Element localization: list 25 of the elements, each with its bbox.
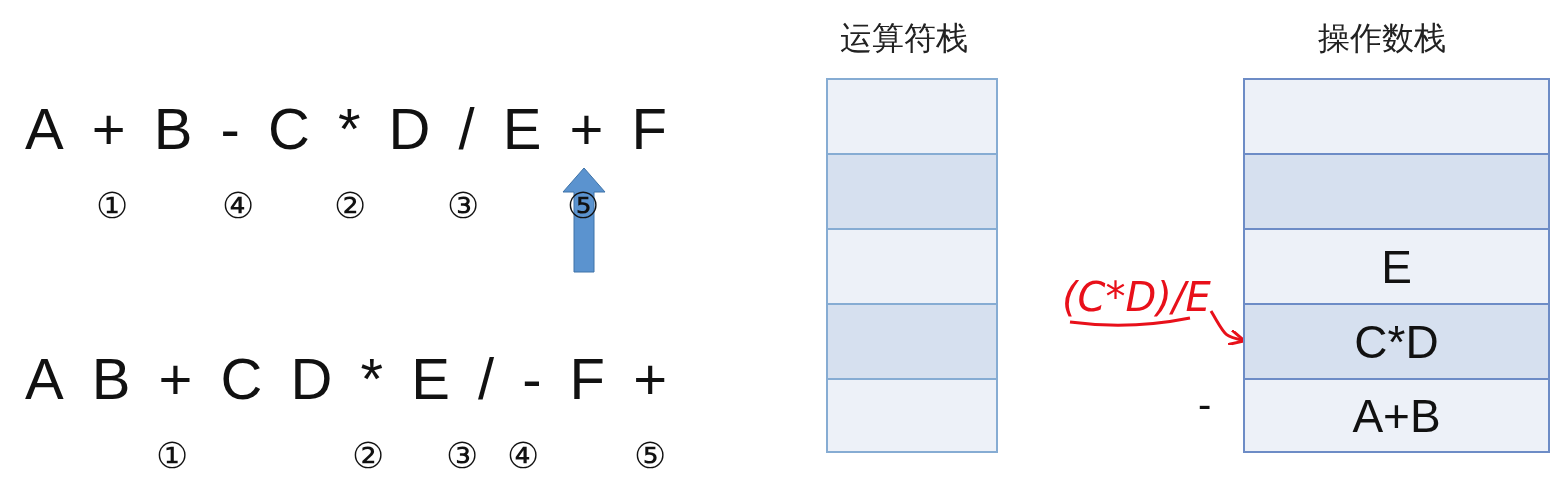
callout-number: ① [96,188,128,224]
callout-number: ④ [222,188,254,224]
stack-heading: 运算符栈 [840,22,968,54]
stack-slot [826,303,998,380]
operator-symbol: - [1198,384,1212,424]
stack-slot [826,228,998,305]
stack-slot: C*D [1243,303,1550,380]
callout-number: ③ [447,188,479,224]
handwritten-note: (C*D)/E [1062,277,1211,317]
postfix-expression: A B + C D * E / - F + [25,350,667,408]
callout-number: ⑤ [634,438,666,474]
stack-slot [1243,153,1550,230]
callout-number: ③ [446,438,478,474]
stack-slot [826,78,998,155]
stack-slot [826,378,998,453]
stack-slot [1243,78,1550,155]
callout-number: ① [156,438,188,474]
callout-number: ④ [507,438,539,474]
stack-slot: A+B [1243,378,1550,453]
stack-slot [826,153,998,230]
callout-number: ② [352,438,384,474]
stack-heading: 操作数栈 [1318,22,1446,54]
callout-number: ② [334,188,366,224]
infix-expression: A + B - C * D / E + F [25,100,667,158]
stack-slot: E [1243,228,1550,305]
